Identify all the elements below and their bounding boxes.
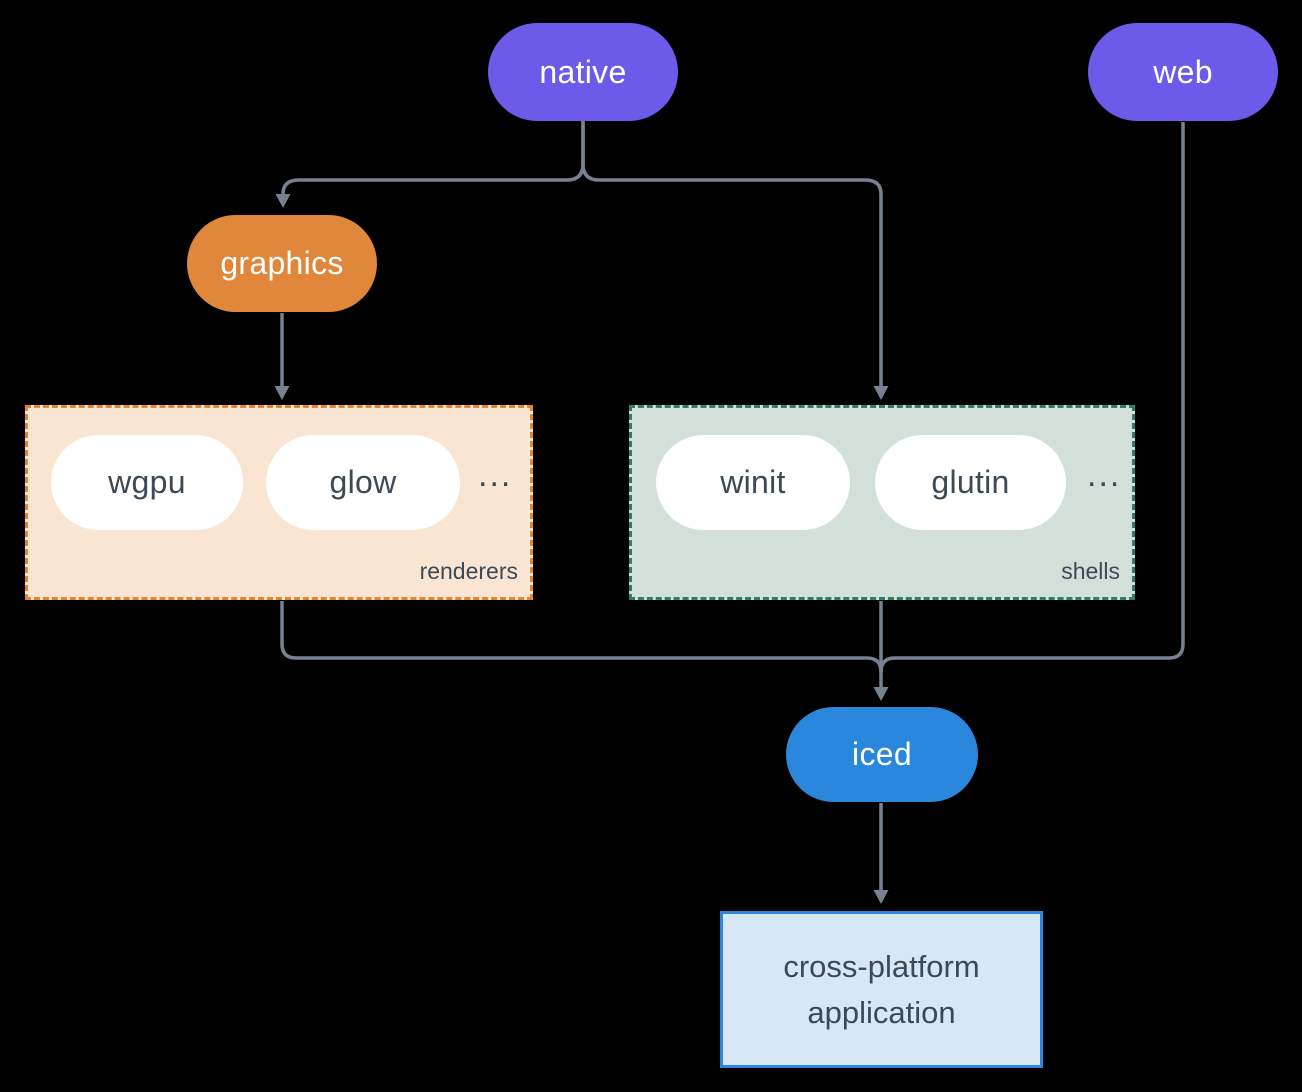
- arrowhead-graphics: [275, 194, 291, 208]
- node-glutin: glutin: [875, 435, 1066, 530]
- node-wgpu: wgpu: [51, 435, 243, 530]
- node-winit: winit: [656, 435, 850, 530]
- renderers-label: renderers: [419, 558, 518, 584]
- edge-renderers-to-iced: [280, 601, 883, 673]
- arrowhead-shells: [873, 386, 889, 400]
- shells-ellipsis: ...: [1087, 456, 1122, 494]
- renderers-ellipsis: ...: [478, 456, 513, 494]
- arrowhead-iced: [873, 687, 889, 701]
- node-application: cross-platform application: [720, 911, 1043, 1068]
- arrowhead-renderers: [274, 386, 290, 400]
- shells-label: shells: [1061, 558, 1120, 584]
- group-renderers: wgpu glow ... renderers: [25, 405, 533, 600]
- node-web: web: [1088, 23, 1278, 121]
- node-native: native: [488, 23, 678, 121]
- edge-native-to-graphics: [281, 121, 585, 196]
- application-label: cross-platform application: [783, 948, 980, 1030]
- group-shells: winit glutin ... shells: [629, 405, 1135, 600]
- node-iced: iced: [786, 707, 978, 802]
- arrowhead-application: [873, 890, 889, 904]
- node-graphics: graphics: [187, 215, 377, 312]
- edge-native-to-shells: [581, 121, 883, 387]
- node-glow: glow: [266, 435, 460, 530]
